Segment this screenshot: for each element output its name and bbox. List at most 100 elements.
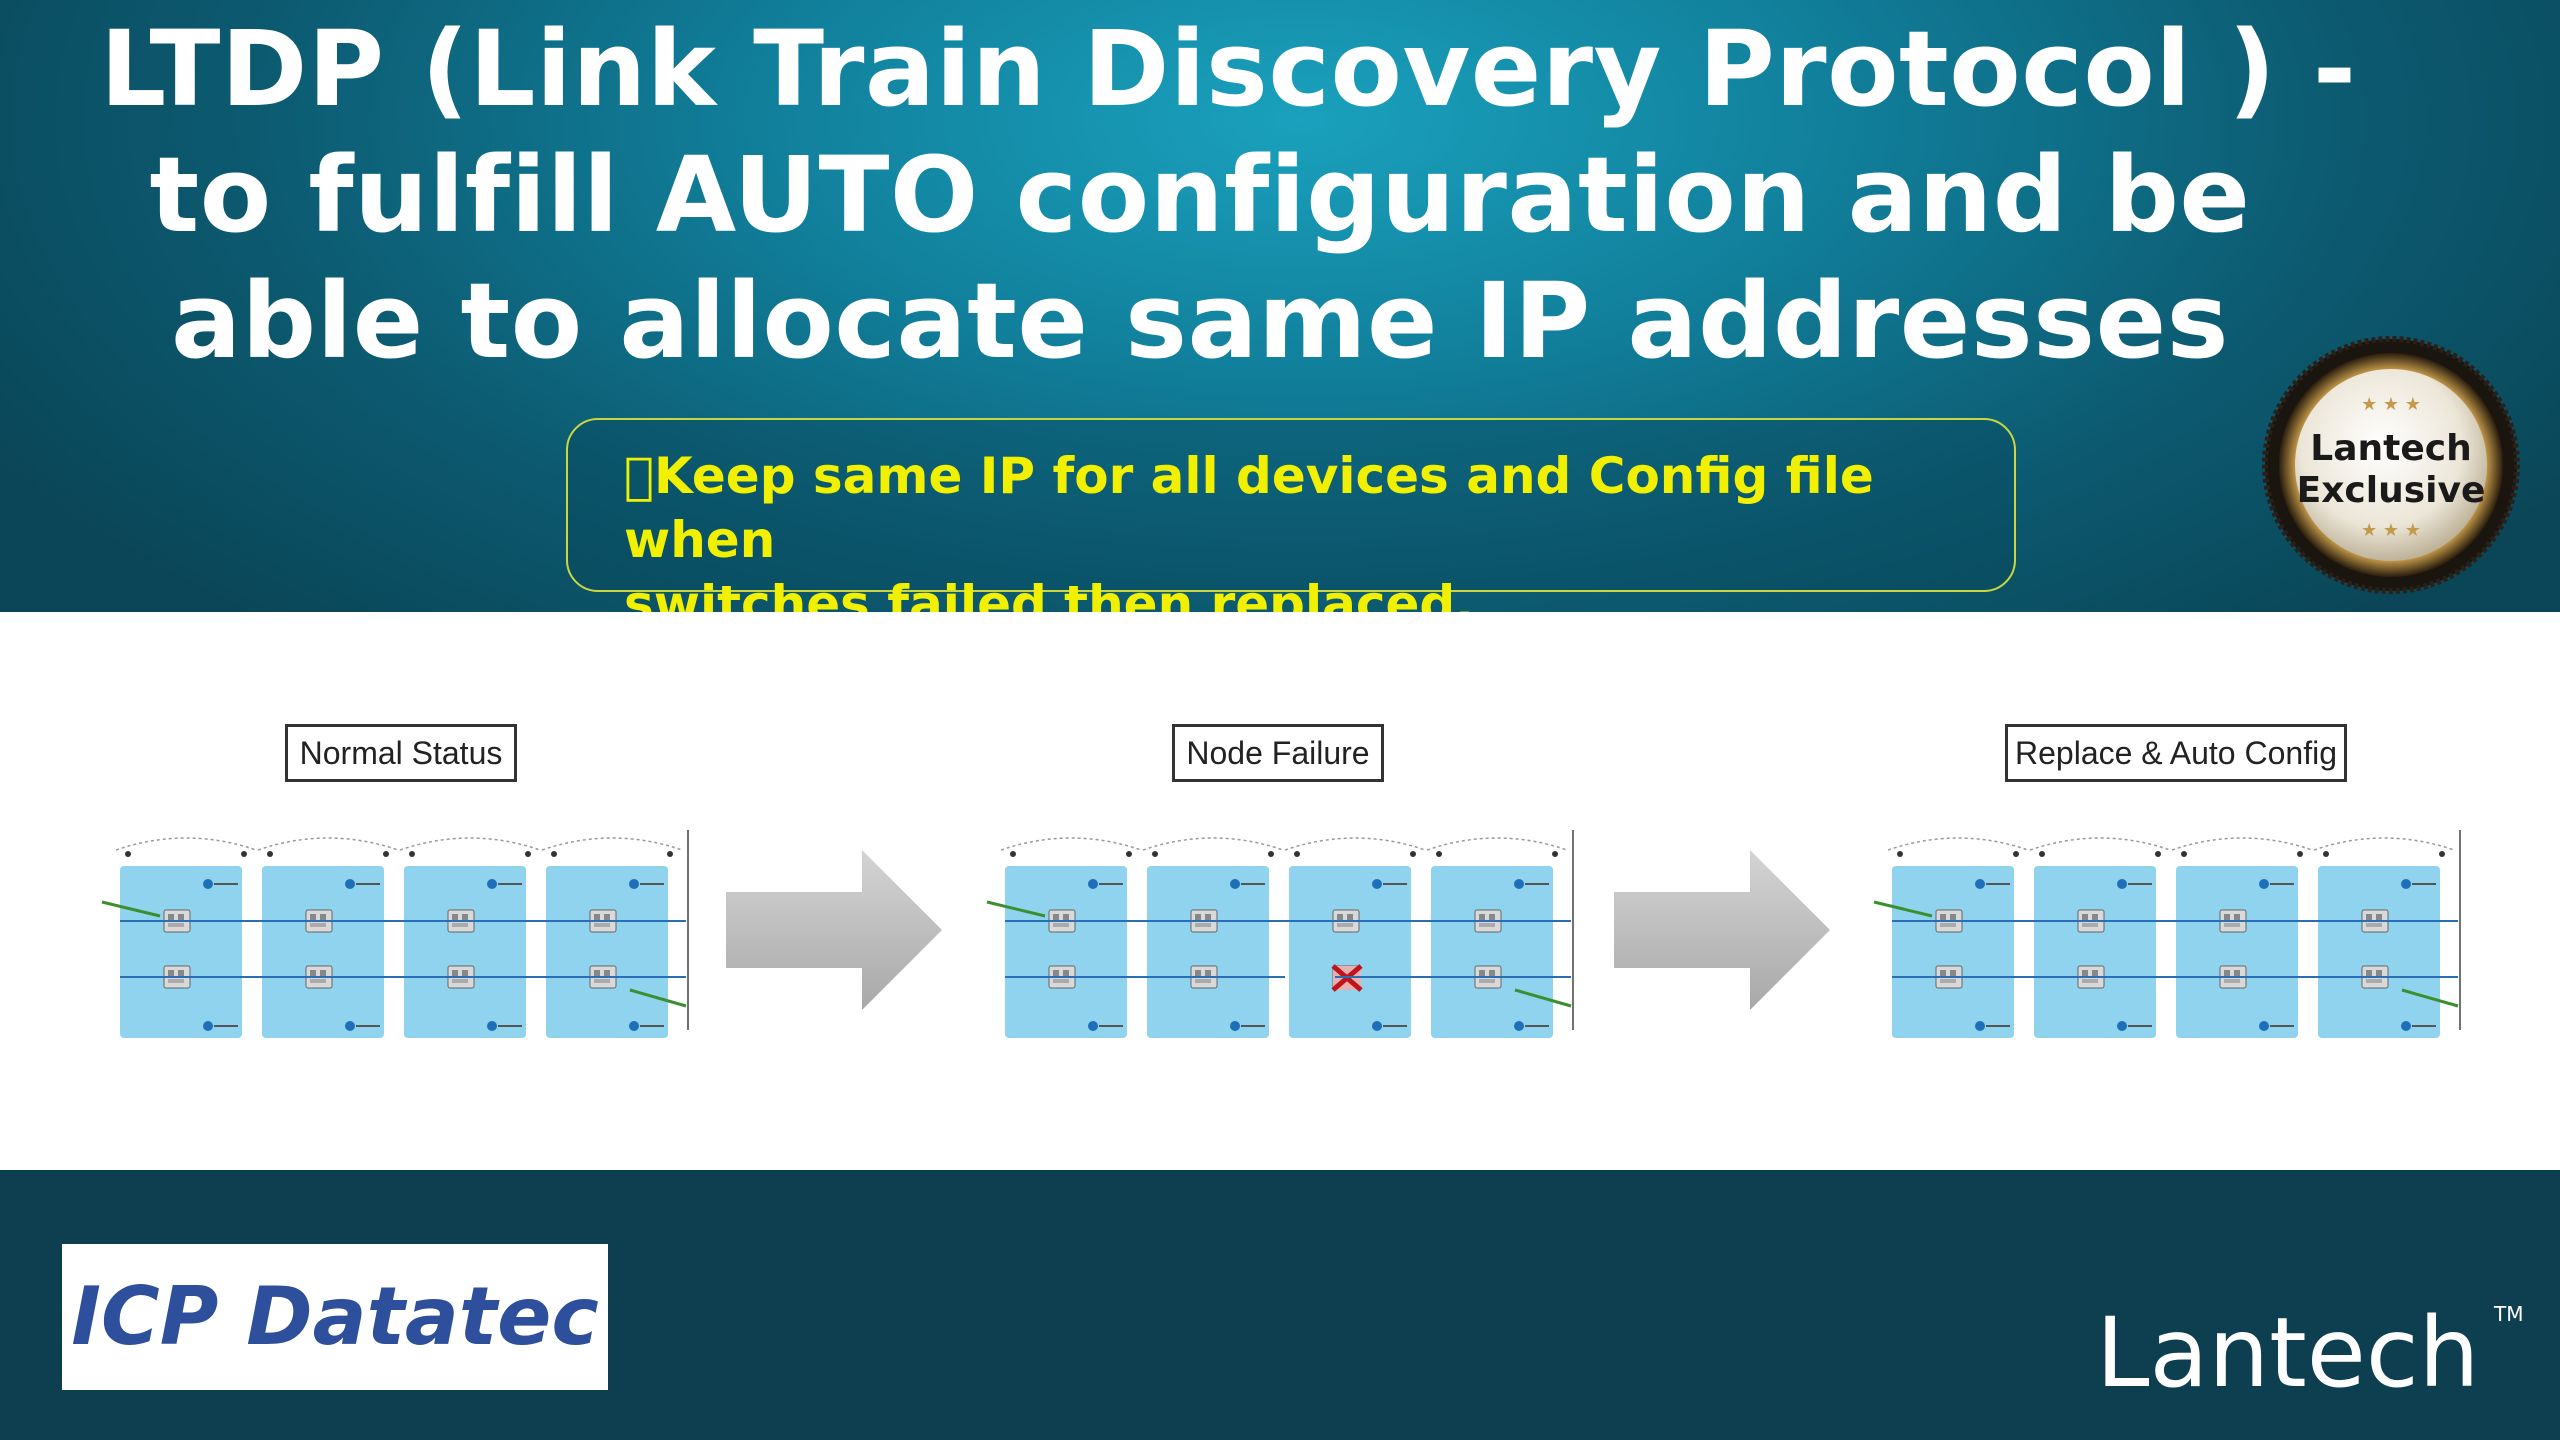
ring-link [1284,837,1426,851]
port-dot [1552,851,1558,857]
step-label-normal-status: Normal Status [285,724,517,782]
page-title: LTDP (Link Train Discovery Protocol ) - … [100,6,2357,384]
port-dot [1268,851,1274,857]
header-band: LTDP (Link Train Discovery Protocol ) - … [0,0,2560,633]
port-dot [667,851,673,857]
node-marker [1088,879,1098,889]
node-marker [1230,1021,1240,1031]
ring-link [1000,837,1142,851]
node-panel [1147,866,1269,1038]
node-panel [404,866,526,1038]
node-marker [203,1021,213,1031]
badge-stars-bottom: ★ ★ ★ [2361,520,2421,541]
node-panel [2034,866,2156,1038]
node-panel [2318,866,2440,1038]
ring-link [2029,837,2171,851]
node-marker [1230,879,1240,889]
callout-line-1: Keep same IP for all devices and Config… [624,447,1874,569]
trademark-mark: TM [2494,1302,2524,1326]
node-panel [2176,866,2298,1038]
node-marker [203,879,213,889]
callout-text: Keep same IP for all devices and Config… [624,444,1984,636]
diagram-band: Normal Status Node Failure Replace & Aut… [0,612,2560,1170]
node-panel [1431,866,1553,1038]
lantech-exclusive-badge: ★ ★ ★ Lantech Exclusive ★ ★ ★ [2262,336,2520,594]
port-dot [2181,851,2187,857]
node-marker [345,879,355,889]
port-dot [1126,851,1132,857]
title-line-1: LTDP (Link Train Discovery Protocol ) - [100,8,2357,130]
node-marker [2401,879,2411,889]
badge-line-1: Lantech [2310,428,2471,469]
port-dot [525,851,531,857]
node-marker [487,879,497,889]
port-dot [125,851,131,857]
badge-center [2295,369,2487,561]
lantech-logo: Lantech TM [2096,1298,2526,1408]
port-dot [1410,851,1416,857]
ring-link [257,837,399,851]
node-marker [1088,1021,1098,1031]
step-label-node-failure: Node Failure [1172,724,1384,782]
ring-link [2313,837,2455,851]
port-dot [1294,851,1300,857]
node-marker [1514,879,1524,889]
port-dot [2039,851,2045,857]
node-marker [629,1021,639,1031]
port-dot [241,851,247,857]
lantech-logo-text: Lantech [2096,1297,2480,1409]
port-dot [2013,851,2019,857]
title-line-2: to fulfill AUTO configuration and be [149,134,2251,256]
ring-link [541,837,683,851]
uplink-left [986,900,1046,918]
callout-box: Keep same IP for all devices and Config… [566,418,2016,633]
port-dot [1436,851,1442,857]
icp-datatec-logo-text: ICP Datatec [71,1270,599,1363]
port-dot [2155,851,2161,857]
node-marker [1975,879,1985,889]
network-diagram-node-failure [986,830,1574,1038]
port-dot [1897,851,1903,857]
port-dot [1152,851,1158,857]
icp-datatec-logo: ICP Datatec [62,1244,608,1390]
port-dot [2439,851,2445,857]
uplink-right [1514,988,1572,1008]
badge-stars-top: ★ ★ ★ [2361,394,2421,415]
port-dot [2297,851,2303,857]
node-panel [1892,866,2014,1038]
port-dot [1010,851,1016,857]
node-marker [629,879,639,889]
ring-link [1142,837,1284,851]
node-panel [1289,866,1411,1038]
uplink-left [101,900,161,918]
port-dot [409,851,415,857]
badge-line-2: Exclusive [2297,470,2486,511]
node-marker [2259,1021,2269,1031]
port-dot [383,851,389,857]
arrow-right-icon [726,850,942,1010]
arrow-right-icon [1614,850,1830,1010]
uplink-left [1873,900,1933,918]
title-line-3: able to allocate same IP addresses [170,260,2230,382]
node-marker [1514,1021,1524,1031]
ring-link [1426,837,1568,851]
node-marker [1372,879,1382,889]
node-panel [1005,866,1127,1038]
port-dot [2323,851,2329,857]
uplink-right [2401,988,2459,1008]
ring-link [1887,837,2029,851]
node-panel [262,866,384,1038]
ring-link [2171,837,2313,851]
port-dot [267,851,273,857]
node-marker [1975,1021,1985,1031]
step-label-replace-auto-config: Replace & Auto Config [2005,724,2347,782]
node-marker [2259,879,2269,889]
ring-link [115,837,257,851]
ring-link [399,837,541,851]
uplink-right [629,988,687,1008]
network-diagram-replace [1873,830,2461,1038]
node-marker [345,1021,355,1031]
node-marker [2401,1021,2411,1031]
node-marker [1372,1021,1382,1031]
